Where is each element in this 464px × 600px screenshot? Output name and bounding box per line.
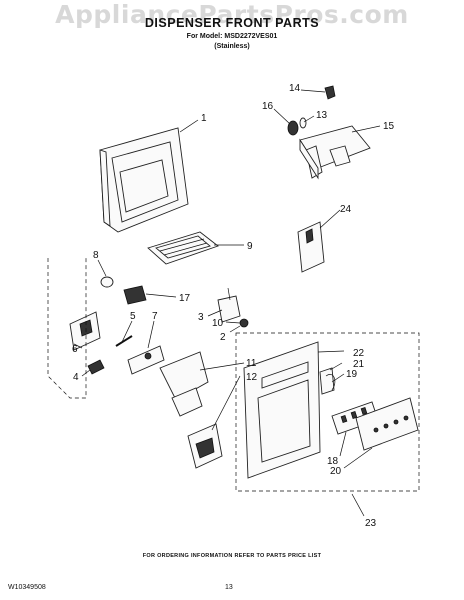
callout-21: 21	[353, 359, 365, 370]
callout-17: 17	[179, 293, 191, 304]
callout-23: 23	[365, 518, 377, 529]
callout-2: 2	[220, 332, 226, 343]
finish-label: (Stainless)	[214, 43, 250, 50]
part-22-front-cover	[243, 341, 321, 479]
part-19-wire	[325, 374, 336, 391]
part-5-pin	[115, 335, 133, 347]
part-20-touch-panel	[355, 397, 419, 451]
callout-4: 4	[73, 372, 79, 383]
part-17-bulb	[123, 285, 147, 305]
model-number: For Model: MSD2272VES01	[186, 33, 278, 40]
document-number: W10349508	[8, 584, 46, 591]
part-12-funnel	[187, 423, 223, 469]
callout-8: 8	[93, 250, 99, 261]
part-4-spring	[87, 359, 105, 375]
callout-5: 5	[130, 311, 136, 322]
watermark: AppliancePartsPros.com	[55, 0, 409, 29]
callout-15: 15	[383, 121, 395, 132]
part-3-lever	[217, 287, 241, 323]
callout-3: 3	[198, 312, 204, 323]
callout-20: 20	[330, 466, 342, 477]
part-16-bushing	[287, 120, 299, 136]
part-9-drip-tray	[147, 231, 219, 265]
callout-14: 14	[289, 83, 301, 94]
callout-11: 11	[246, 358, 257, 369]
part-14-cap	[324, 85, 336, 100]
callout-24: 24	[340, 204, 352, 215]
part-11-chute	[159, 351, 209, 417]
part-10-screw	[239, 318, 249, 328]
callout-10: 10	[212, 318, 224, 329]
lower-left-assembly-boundary	[47, 258, 87, 399]
page-number: 13	[225, 584, 233, 591]
page-title: DISPENSER FRONT PARTS	[144, 16, 320, 30]
callout-9: 9	[247, 241, 253, 252]
part-18-control-board	[331, 401, 379, 435]
callout-12: 12	[246, 372, 258, 383]
callout-1: 1	[201, 113, 207, 124]
callout-labels: 1 2 3 4 5 6 7 8 9 10 11 12 13 14 15 16 1…	[72, 83, 395, 529]
part-6-switch	[69, 311, 101, 351]
ordering-note: FOR ORDERING INFORMATION REFER TO PARTS …	[142, 553, 322, 559]
part-13-spring	[299, 117, 307, 129]
callout-7: 7	[152, 311, 158, 322]
callout-6: 6	[72, 344, 78, 355]
part-15-bracket	[299, 125, 371, 180]
callout-13: 13	[316, 110, 328, 121]
part-7-arm	[127, 345, 165, 375]
part-23-assembly-boundary	[235, 332, 420, 492]
part-24-paddle	[297, 221, 325, 273]
part-8-socket	[100, 276, 114, 288]
callout-19: 19	[346, 369, 358, 380]
leader-lines	[73, 89, 381, 517]
part-1-housing	[99, 127, 189, 233]
part-21-bracket	[319, 367, 335, 395]
callout-18: 18	[327, 456, 339, 467]
callout-22: 22	[353, 348, 365, 359]
callout-16: 16	[262, 101, 274, 112]
